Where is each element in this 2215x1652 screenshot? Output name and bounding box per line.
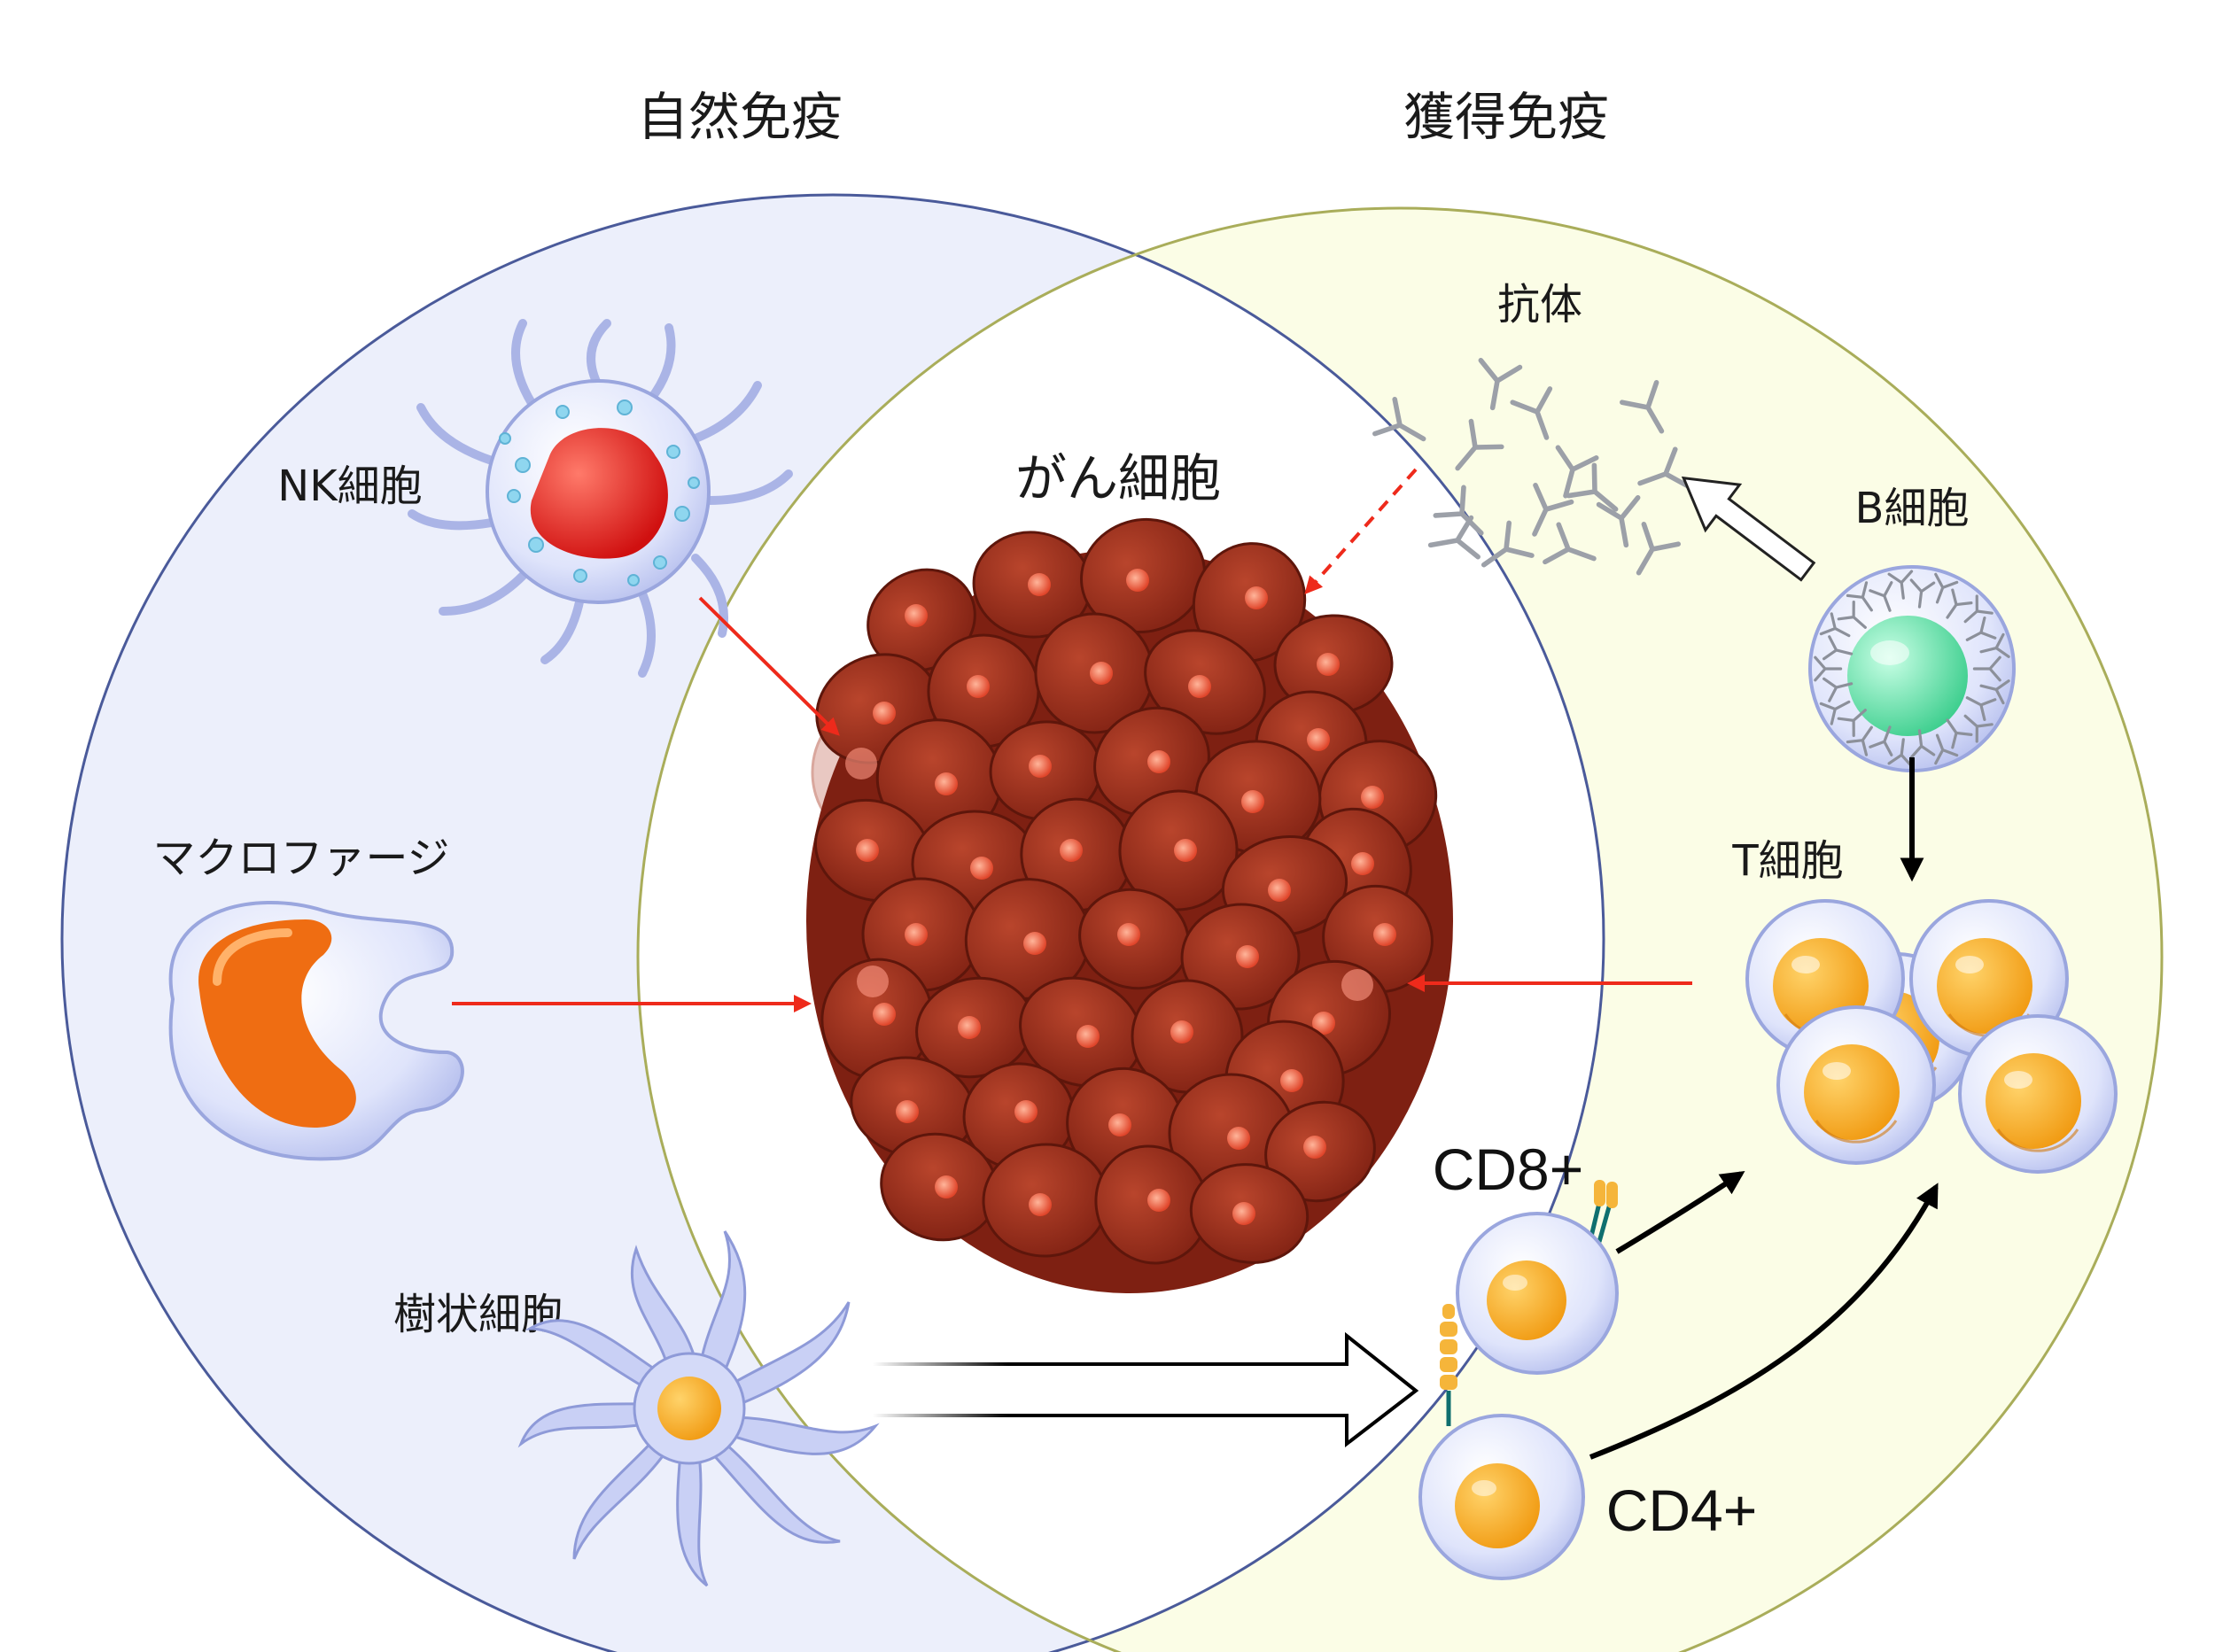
- antibody-label: 抗体: [1497, 280, 1582, 330]
- cd4-label: CD4+: [1606, 1477, 1758, 1543]
- t-cell-label: T細胞: [1731, 836, 1843, 886]
- b-cell-label: B細胞: [1855, 484, 1970, 533]
- cd8-activation-arrow: [1615, 1171, 1745, 1254]
- b-cell-icon: [1808, 565, 2016, 772]
- cd4-t-cell-icon: [1418, 1304, 1585, 1580]
- antibody-attack-arrow: [1304, 468, 1418, 594]
- cd4-activation-arrow: [1589, 1183, 1939, 1460]
- cancer-cell-cluster-icon: [806, 517, 1453, 1293]
- nk-cell-label: NK細胞: [277, 461, 422, 511]
- dendritic-cell-label: 樹状細胞: [393, 1290, 563, 1339]
- t-cell-cluster-icon: [1745, 899, 2118, 1174]
- antibody-secretion-arrow: [1681, 476, 1816, 582]
- attack-arrows: [452, 468, 1692, 1012]
- adaptive-immunity-heading: 獲得免疫: [1403, 87, 1609, 147]
- cd8-label: CD8+: [1433, 1136, 1584, 1202]
- cancer-cell-label: がん細胞: [1015, 448, 1221, 508]
- dendritic-cell-icon: [517, 1230, 880, 1587]
- cd8-t-cell-icon: [1456, 1180, 1619, 1375]
- nk-attack-arrow: [698, 596, 840, 736]
- innate-immunity-heading: 自然免疫: [637, 87, 843, 147]
- nk-cell-icon: [408, 319, 793, 678]
- activation-arrows: [1589, 757, 1939, 1460]
- antibody-icon: [1372, 358, 1691, 576]
- macrophage-label: マクロファージ: [152, 834, 449, 883]
- macrophage-icon: [168, 901, 464, 1161]
- antigen-presentation-arrow: [873, 1331, 1419, 1448]
